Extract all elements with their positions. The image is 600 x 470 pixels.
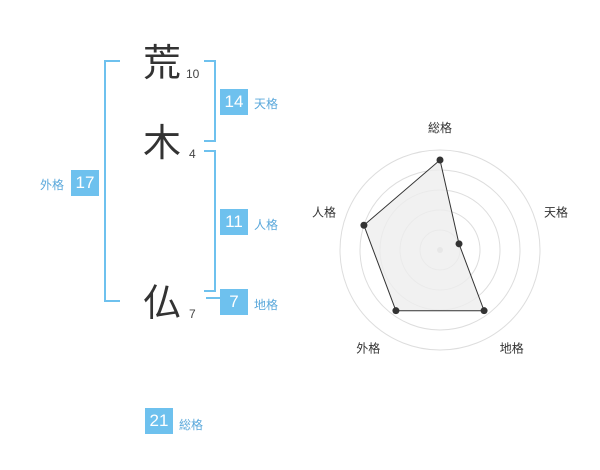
radar-point-4 — [360, 221, 368, 229]
radar-point-2 — [480, 307, 488, 315]
name-char-2: 木 — [143, 121, 182, 165]
name-char-3: 仏 — [143, 281, 182, 325]
radar-axis-label-1: 天格 — [544, 204, 568, 219]
gaikaku-bracket — [104, 60, 120, 302]
radar-point-0 — [436, 156, 444, 164]
radar-ring — [339, 149, 541, 351]
chikaku-value: 7 — [220, 289, 248, 315]
radar-points — [360, 156, 488, 315]
soukaku-label: 総格 — [179, 418, 204, 432]
chikaku-label: 地格 — [254, 298, 279, 312]
radar-axis-label-4: 人格 — [312, 204, 336, 219]
gaikaku-value: 17 — [71, 170, 99, 196]
jinkaku-label: 人格 — [254, 218, 279, 232]
stroke-count-2: 4 — [189, 147, 196, 161]
radar-axis-label-2: 地格 — [500, 341, 524, 356]
radar-polygon — [363, 159, 485, 312]
soukaku-value: 21 — [145, 408, 173, 434]
tenkaku-bracket — [204, 60, 216, 142]
jinkaku-bracket — [204, 150, 216, 292]
name-char-1: 荒 — [143, 41, 182, 85]
radar-axis-label-3: 外格 — [356, 341, 380, 356]
tenkaku-label: 天格 — [254, 97, 279, 111]
radar-axis-label-0: 総格 — [428, 120, 452, 135]
tenkaku-value: 14 — [220, 89, 248, 115]
stroke-count-1: 10 — [186, 67, 200, 81]
radar-point-3 — [392, 307, 400, 315]
gaikaku-label: 外格 — [40, 178, 65, 192]
stroke-count-3: 7 — [189, 307, 196, 321]
chikaku-connector — [206, 297, 220, 299]
jinkaku-value: 11 — [220, 209, 248, 235]
radar-point-1 — [455, 240, 463, 248]
